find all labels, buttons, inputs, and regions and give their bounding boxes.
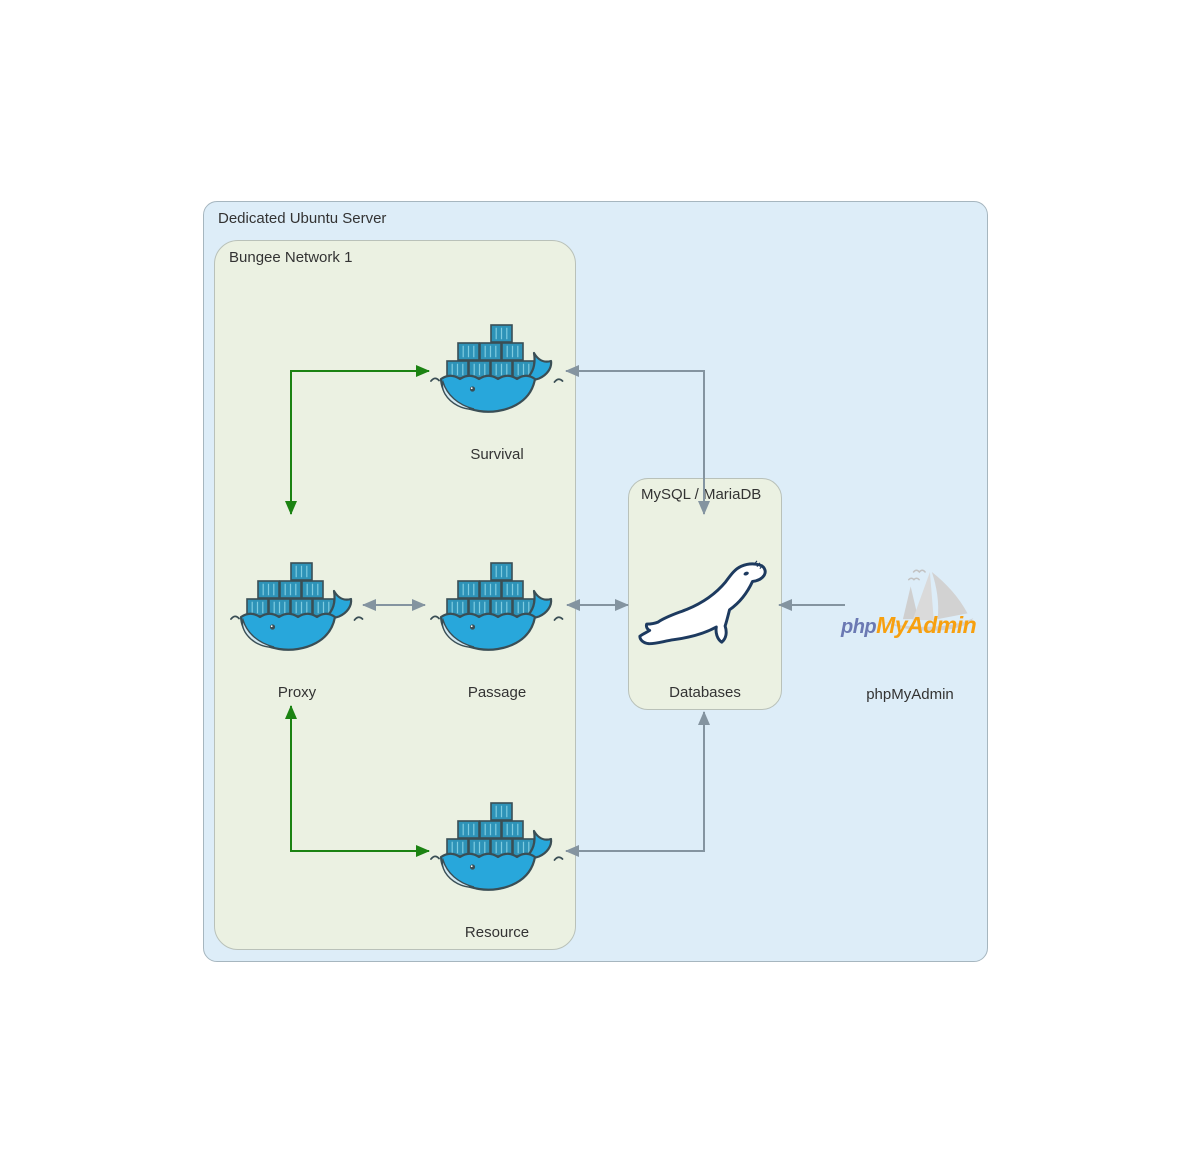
node-label-passage: Passage	[467, 684, 527, 701]
node-label-proxy: Proxy	[277, 684, 317, 701]
seal-eye	[743, 571, 749, 576]
docker-whale-icon	[430, 800, 564, 896]
phpmyadmin-sailboat-icon	[884, 569, 974, 631]
node-survival: Survival	[430, 322, 564, 463]
main-sail	[912, 571, 934, 621]
node-label-resource: Resource	[464, 924, 530, 941]
mariadb-seal-icon	[638, 560, 767, 646]
node-resource: Resource	[430, 800, 564, 941]
docker-whale-icon	[230, 560, 364, 656]
network-container-label: Bungee Network 1	[229, 249, 353, 266]
node-label-phpmyadmin: phpMyAdmin	[866, 686, 954, 703]
node-phpmyadmin: phpMyAdmin phpMyAdmin	[835, 558, 985, 708]
database-container-label: MySQL / MariaDB	[641, 486, 762, 503]
node-proxy: Proxy	[230, 560, 364, 701]
seal-muzzle-speckles	[753, 560, 764, 570]
wordmark-php: php	[841, 616, 877, 638]
wordmark-myadmin: MyAdmin	[876, 612, 977, 638]
hull	[884, 618, 974, 631]
node-label-databases: Databases	[669, 684, 741, 701]
docker-whale-icon	[430, 322, 564, 418]
phpmyadmin-wordmark: phpMyAdmin	[841, 612, 977, 639]
server-container-label: Dedicated Ubuntu Server	[218, 210, 387, 227]
genoa-sail	[931, 571, 968, 620]
node-passage: Passage	[430, 560, 564, 701]
mysql-mariadb-container: MySQL / MariaDB Databases	[628, 478, 782, 710]
docker-whale-icon	[430, 560, 564, 656]
jib-sail	[902, 586, 919, 620]
node-label-survival: Survival	[470, 446, 524, 463]
